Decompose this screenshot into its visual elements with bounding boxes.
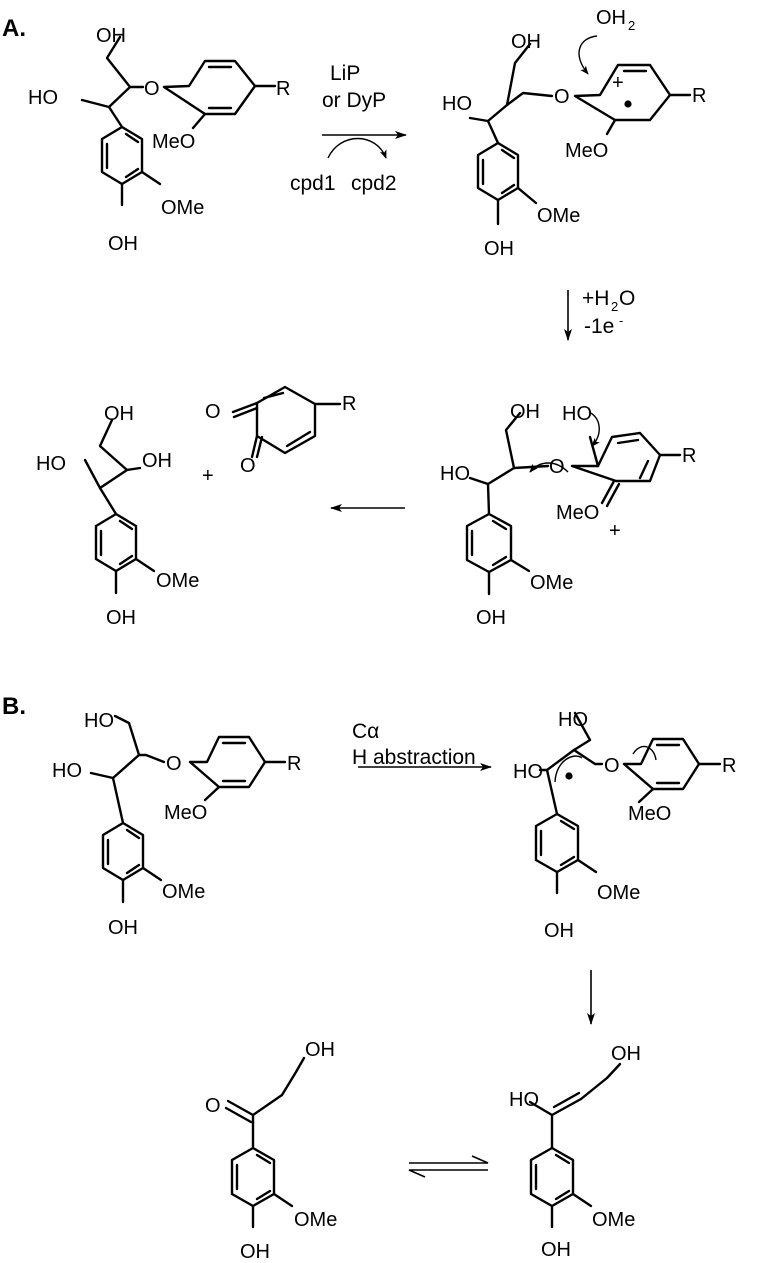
a1-ome: OMe: [161, 197, 204, 219]
b2-r-group: R: [722, 755, 736, 777]
a-product-quinone-molecule: O O R: [205, 385, 356, 477]
b2-oh-bottom: OH: [544, 920, 574, 942]
a2-meo: MeO: [565, 140, 608, 162]
b-cond-line1: Cα: [352, 720, 379, 743]
a-step2-electron-sup: -: [619, 313, 623, 328]
a2-oh2: OH: [596, 7, 626, 29]
b2-ho-top: HO: [558, 709, 588, 731]
b4-oh-bottom: OH: [240, 1241, 270, 1263]
b3-oh-bottom: OH: [541, 1239, 571, 1261]
panel-label-a: A.: [2, 15, 26, 42]
a-step2-reaction-arrow: +H 2 O -1e -: [564, 287, 635, 341]
b1-ho-top: HO: [84, 710, 114, 732]
b1-meo: MeO: [164, 802, 207, 824]
a-cond-cpd1: cpd1: [290, 172, 336, 195]
a3-ho-left: HO: [440, 463, 470, 485]
a-cond-enzyme-1: LiP: [330, 62, 360, 85]
b-step1-reaction-arrow: Cα H abstraction: [352, 720, 492, 771]
b-reactant-molecule: HO HO O R MeO OMe OH: [52, 710, 301, 939]
b1-ether-o: O: [166, 753, 182, 775]
a2-r-group: R: [692, 85, 706, 107]
b-cond-line2: H abstraction: [352, 746, 476, 769]
a-product-diol-molecule: OH HO OH OMe OH: [36, 403, 199, 629]
a3-oh-bottom: OH: [476, 607, 506, 629]
a-step2-water-o: O: [619, 287, 635, 310]
a3-oxocarbenium-meo: MeO: [556, 502, 599, 524]
a1-ether-o: O: [144, 78, 160, 100]
a1-r-group: R: [276, 78, 290, 100]
a4-oh-top: OH: [104, 403, 134, 425]
a1-oh-top: OH: [96, 25, 126, 47]
b-equilibrium-arrows: [408, 1155, 489, 1178]
b-calpha-radical-molecule: HO HO O R MeO OMe OH: [513, 709, 736, 942]
a-hemiketal-intermediate-molecule: OH HO HO O R MeO + OMe OH: [440, 401, 696, 629]
b1-ome: OMe: [162, 881, 205, 903]
b4-oh-top: OH: [305, 1039, 335, 1061]
a3-oxocarbenium-plus: +: [609, 520, 621, 542]
b-enol-molecule: OH HO OMe OH: [509, 1043, 641, 1261]
a4-quinone-o-top: O: [205, 401, 221, 423]
b1-oh-bottom: OH: [108, 917, 138, 939]
a-cond-cpd2: cpd2: [351, 172, 397, 195]
a-cond-enzyme-2: or DyP: [322, 89, 386, 112]
a-step2-water-plus: +H: [582, 287, 609, 310]
a-product-plus-sign: +: [202, 465, 214, 487]
a4-ho-left: HO: [36, 453, 66, 475]
a1-meo: MeO: [152, 131, 195, 153]
a-step2-electron: -1e: [584, 315, 614, 338]
a4-oh-right: OH: [142, 450, 172, 472]
a3-oh-top: OH: [510, 401, 540, 423]
a3-ome: OMe: [530, 572, 573, 594]
b3-ome: OMe: [592, 1209, 635, 1231]
a2-ho-left: HO: [442, 93, 472, 115]
b3-oh-top: OH: [611, 1043, 641, 1065]
a4-ome: OMe: [156, 570, 199, 592]
panel-label-b: B.: [2, 693, 26, 720]
a4-quinone-r: R: [342, 393, 356, 415]
a-step2-water-subscript: 2: [611, 299, 618, 314]
a-radical-cation-molecule: OH 2 OH HO O + R MeO OMe OH: [442, 7, 706, 260]
a3-r-group: R: [682, 445, 696, 467]
a2-oh-bottom: OH: [484, 238, 514, 260]
a3-hemiketal-ho: HO: [562, 403, 592, 425]
a-reactant-molecule: OH HO O R MeO OMe OH: [28, 25, 290, 255]
a2-oh2-subscript: 2: [628, 18, 635, 33]
a2-cation-plus: +: [612, 72, 624, 94]
b1-ho-left: HO: [52, 760, 82, 782]
a2-ether-o: O: [554, 86, 570, 108]
b2-ome: OMe: [597, 882, 640, 904]
b2-ho-left: HO: [513, 761, 543, 783]
a3-ether-o: O: [549, 456, 565, 478]
b2-meo: MeO: [628, 803, 671, 825]
a4-oh-bottom: OH: [106, 607, 136, 629]
a1-ho-left: HO: [28, 87, 58, 109]
b1-r-group: R: [287, 753, 301, 775]
b2-ether-o: O: [604, 755, 620, 777]
b-ketone-product-molecule: O OH OMe OH: [205, 1039, 337, 1263]
b3-ho-left: HO: [509, 1089, 539, 1111]
a-step1-reaction-arrow: LiP or DyP cpd1 cpd2: [290, 62, 407, 195]
b4-ome: OMe: [294, 1209, 337, 1231]
a1-oh-bottom: OH: [108, 233, 138, 255]
a4-quinone-o-bottom: O: [240, 455, 256, 477]
a2-oh-top: OH: [511, 31, 541, 53]
b4-carbonyl-o: O: [205, 1095, 221, 1117]
a2-ome: OMe: [537, 205, 580, 227]
